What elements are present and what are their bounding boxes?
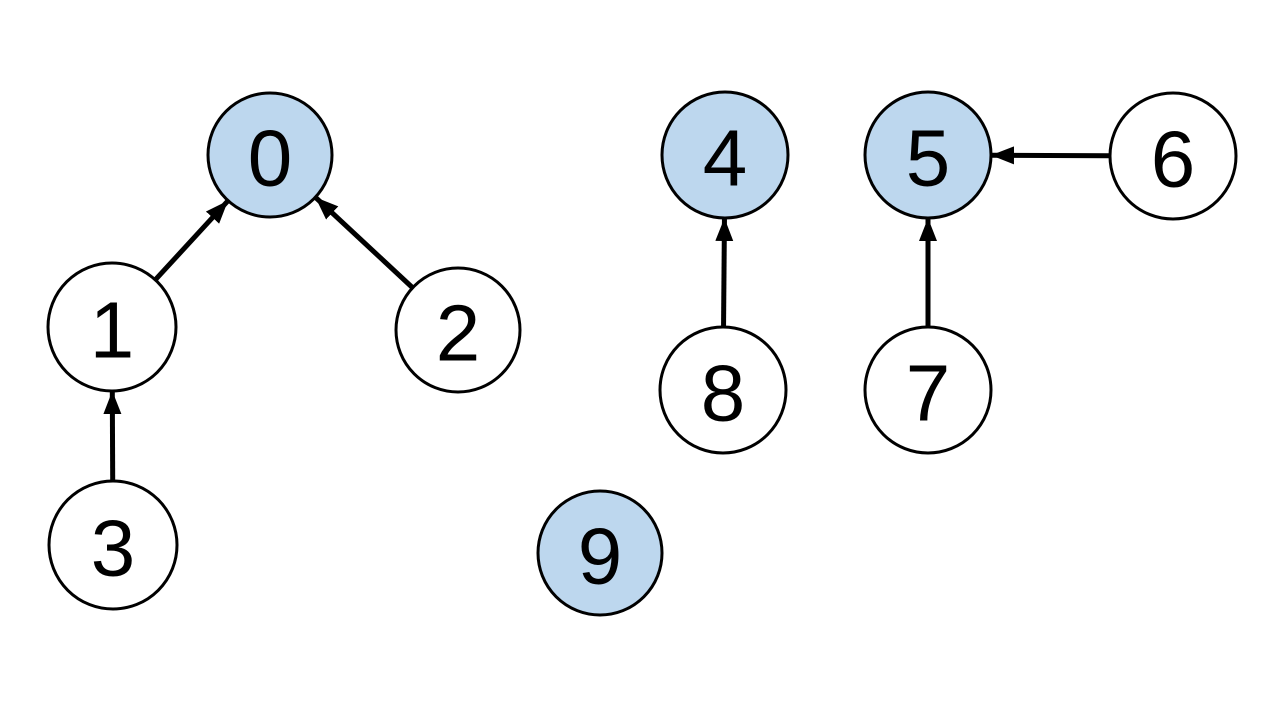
graph-node-8: 8 [658,325,788,455]
graph-edge-1-to-0 [153,198,230,282]
node-circle [47,479,179,611]
graph-node-0: 0 [206,91,334,219]
node-circle [394,266,522,394]
graph-node-2: 2 [394,266,522,394]
node-circle-highlighted [863,90,993,220]
node-circle [658,325,788,455]
graph-node-6: 6 [1108,91,1238,221]
graph-node-5: 5 [863,90,993,220]
node-circle [1108,91,1238,221]
node-circle-highlighted [536,489,664,617]
graph-node-4: 4 [660,90,790,220]
graph-edge-8-to-4 [715,217,734,328]
graph-node-9: 9 [536,489,664,617]
graph-node-7: 7 [863,325,993,455]
graph-edge-2-to-0 [313,195,415,290]
node-circle [863,325,993,455]
node-circle-highlighted [206,91,334,219]
node-circle [46,261,178,393]
graph-node-1: 1 [46,261,178,393]
graph-node-3: 3 [47,479,179,611]
node-circle-highlighted [660,90,790,220]
